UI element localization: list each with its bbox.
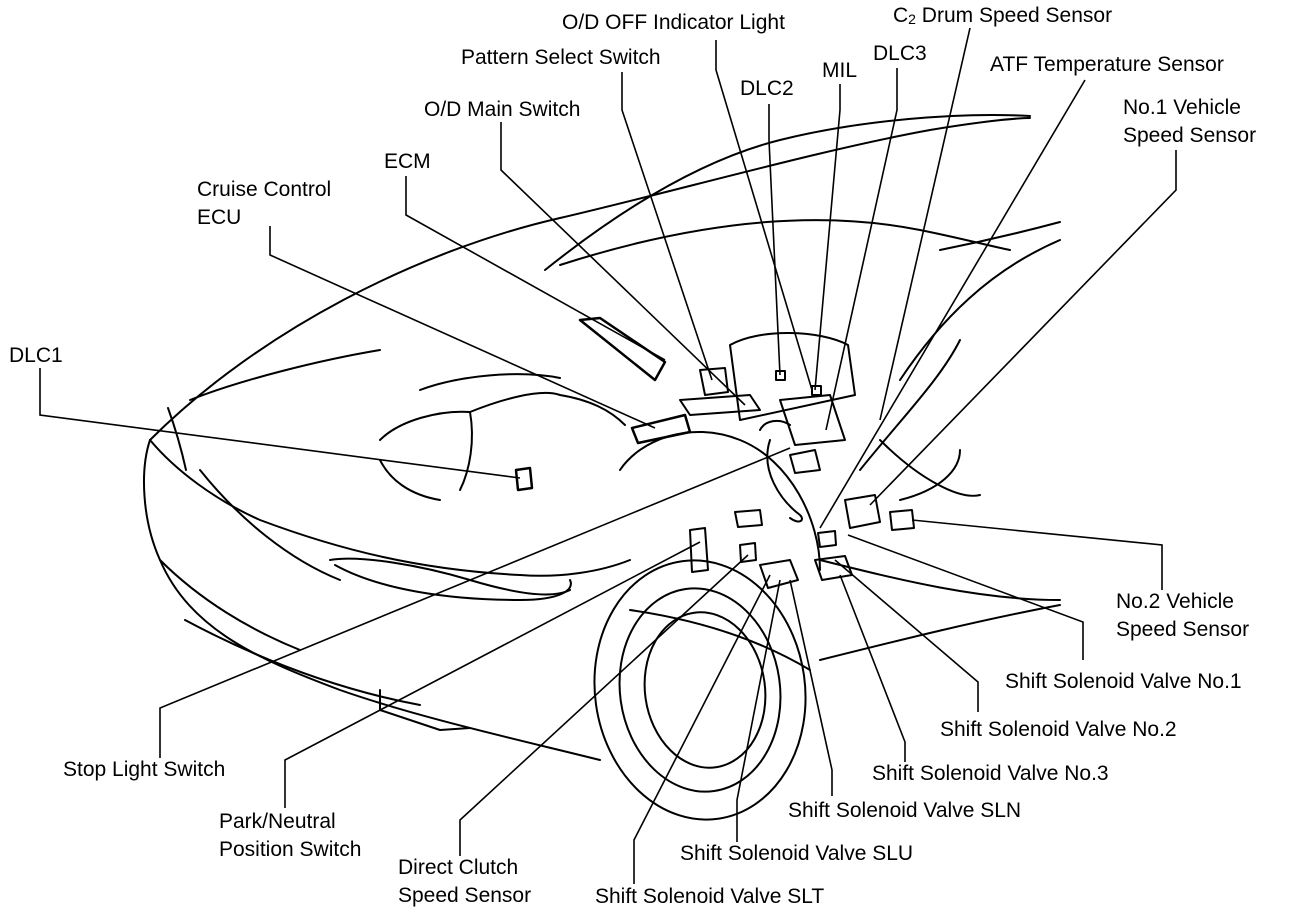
leader-od-main bbox=[500, 122, 746, 406]
label-stop-light-switch: Stop Light Switch bbox=[63, 758, 226, 781]
od-off-indicator bbox=[811, 385, 822, 396]
leader-od-off-indicator bbox=[715, 40, 813, 391]
label-shift-solenoid-valve-no1: Shift Solenoid Valve No.1 bbox=[1005, 670, 1242, 693]
label-od-off-indicator-light: O/D OFF Indicator Light bbox=[562, 11, 785, 34]
cruise-control-ecu-unit bbox=[630, 413, 692, 445]
leader-pattern-select bbox=[621, 72, 713, 381]
label-pattern-select-switch: Pattern Select Switch bbox=[461, 46, 661, 69]
pattern-select-switch-part bbox=[699, 367, 729, 396]
front-bumper-outline bbox=[159, 469, 421, 706]
leader-pn-switch bbox=[284, 541, 701, 808]
leader-no2-vss bbox=[911, 519, 1163, 590]
label-shift-solenoid-valve-no2: Shift Solenoid Valve No.2 bbox=[940, 718, 1177, 741]
label-c2-drum-speed-sensor: C2 Drum Speed Sensor bbox=[893, 4, 1113, 27]
leader-ssv-no2 bbox=[834, 559, 979, 712]
label-mil: MIL bbox=[822, 59, 858, 82]
leader-dlc2 bbox=[768, 104, 781, 376]
leader-ssv-no1 bbox=[847, 534, 1084, 660]
label-od-main-switch: O/D Main Switch bbox=[424, 98, 581, 121]
leader-ecm bbox=[405, 176, 666, 361]
label-dlc1: DLC1 bbox=[9, 344, 63, 367]
label-shift-solenoid-valve-sln: Shift Solenoid Valve SLN bbox=[788, 799, 1022, 822]
leader-lines bbox=[39, 27, 1177, 884]
label-dlc3: DLC3 bbox=[873, 42, 927, 65]
leader-stop-light bbox=[159, 447, 791, 758]
label-shift-solenoid-valve-slt: Shift Solenoid Valve SLT bbox=[595, 885, 825, 908]
leader-c2-drum bbox=[879, 27, 971, 421]
leader-no1-vss bbox=[869, 150, 1177, 506]
leader-cruise-ecu bbox=[269, 226, 656, 429]
leader-dlc1 bbox=[39, 368, 521, 479]
shift-lever-console bbox=[679, 394, 761, 416]
wiring-harness bbox=[766, 439, 803, 523]
label-atf-temperature-sensor: ATF Temperature Sensor bbox=[990, 53, 1224, 76]
leader-ssv-slt bbox=[633, 574, 771, 884]
label-dlc2: DLC2 bbox=[740, 77, 794, 100]
label-shift-solenoid-valve-slu: Shift Solenoid Valve SLU bbox=[680, 842, 914, 865]
leader-dlc3 bbox=[825, 68, 898, 431]
car-body-outline bbox=[143, 114, 1061, 761]
engine-bay bbox=[379, 373, 626, 501]
leader-mil bbox=[814, 84, 841, 391]
instrument-cluster bbox=[729, 332, 856, 421]
leader-atf bbox=[819, 79, 1086, 529]
label-shift-solenoid-valve-no3: Shift Solenoid Valve No.3 bbox=[872, 762, 1109, 785]
ecm-unit bbox=[578, 316, 667, 382]
label-ecm: ECM bbox=[384, 150, 431, 173]
leader-ssv-sln bbox=[789, 579, 833, 796]
leader-ssv-slu bbox=[736, 579, 781, 842]
dlc1-connector bbox=[514, 466, 534, 492]
leader-dc-speed bbox=[459, 554, 749, 856]
leader-ssv-no3 bbox=[839, 574, 906, 762]
front-wheel bbox=[593, 431, 821, 821]
